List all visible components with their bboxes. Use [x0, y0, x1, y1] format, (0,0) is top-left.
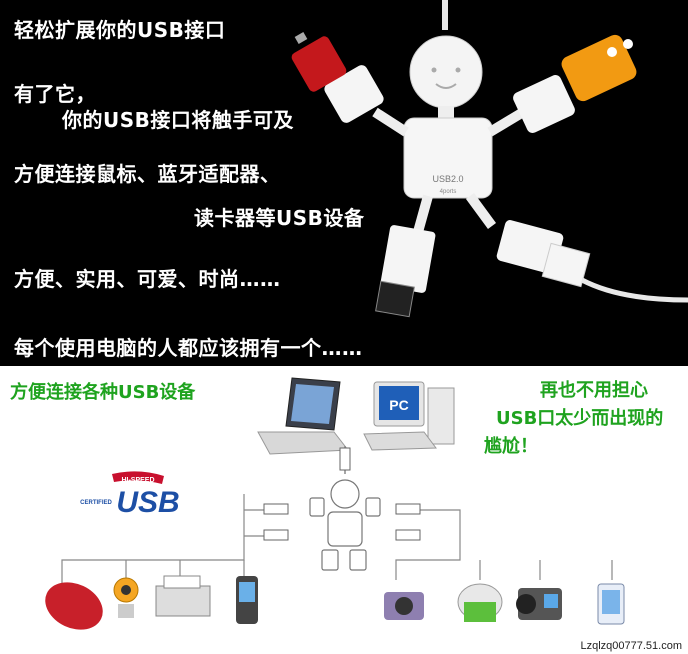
top-promo-panel: USB2.0 4ports 轻松扩展你的USB接口 有了它， 你的USB接口将触… [0, 0, 688, 366]
left-caption: 方便连接各种USB设备 [10, 382, 196, 403]
promo-line-3: 方便连接鼠标、蓝牙适配器、 [14, 162, 281, 186]
promo-line-5: 方便、实用、可爱、时尚…… [14, 267, 281, 291]
bottom-diagram-panel: PC [0, 366, 688, 654]
right-caption-3: 尴尬！ [484, 436, 538, 457]
pda-icon [597, 583, 625, 625]
right-caption-1: 再也不用担心 [540, 380, 648, 401]
red-usb-drive [291, 36, 347, 92]
webcam-icon [113, 577, 139, 618]
logo-certified-text: CERTIFIED [80, 500, 112, 506]
logo-hispeed-text: HI-SPEED [121, 477, 154, 484]
mini-hub-icon [309, 479, 381, 571]
printer-icon [155, 575, 211, 617]
usb-certified-logo: HI-SPEED CERTIFIED USB [78, 470, 188, 528]
headline: 轻松扩展你的USB接口 [14, 18, 226, 42]
promo-line-6: 每个使用电脑的人都应该拥有一个…… [14, 336, 363, 360]
hub-illustration: USB2.0 4ports [291, 0, 688, 318]
hub-label: USB2.0 [432, 174, 463, 184]
mouse-icon [45, 582, 103, 630]
connection-diagram: PC [45, 377, 625, 630]
watermark-credit: Lzqlzq00777.51.com [580, 640, 682, 652]
camera-icon [384, 592, 424, 620]
hub-sublabel: 4ports [440, 189, 457, 195]
camcorder-icon [516, 588, 562, 620]
desktop-pc-icon: PC [363, 381, 455, 451]
right-caption-2: USB口太少而出现的 [496, 408, 664, 429]
promo-line-1: 有了它， [14, 82, 96, 106]
promo-line-2: 你的USB接口将触手可及 [62, 108, 294, 132]
promo-line-4: 读卡器等USB设备 [194, 206, 365, 230]
battery-charger-icon [457, 583, 503, 622]
orange-usb-drive [561, 34, 637, 102]
laptop-icon [257, 377, 349, 455]
pc-label: PC [389, 397, 408, 413]
phone-icon [236, 576, 258, 624]
logo-usb-text: USB [116, 486, 179, 519]
